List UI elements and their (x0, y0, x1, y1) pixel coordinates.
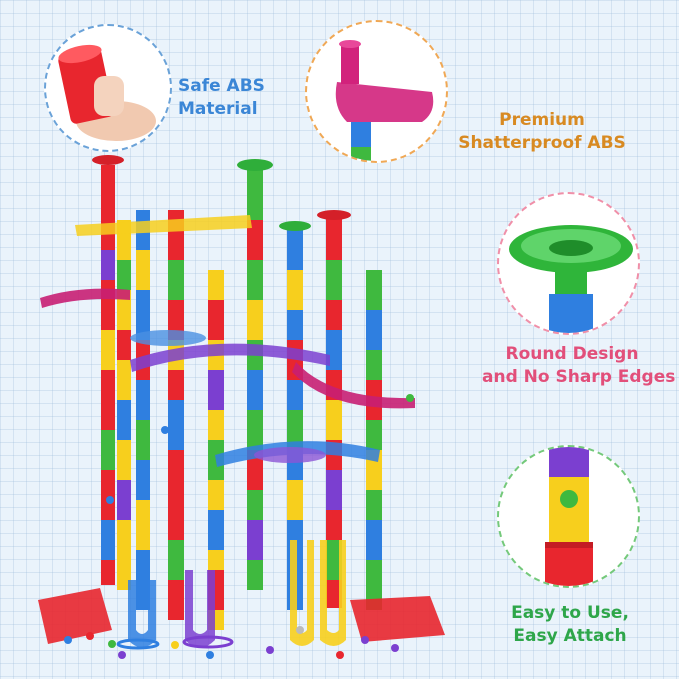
column-6 (237, 159, 273, 590)
round-design-label: Round Design and No Sharp Edges (482, 343, 676, 389)
column-2 (117, 220, 131, 590)
marble-tube-icon (545, 447, 593, 586)
safe-abs-closeup (44, 24, 172, 152)
column-4 (168, 210, 184, 620)
premium-abs-line1: Premium (499, 110, 585, 130)
easy-attach-line2: Easy Attach (513, 626, 627, 646)
yellow-rail-top (75, 215, 252, 236)
easy-attach-closeup (497, 445, 640, 588)
purple-rail (130, 343, 330, 372)
column-9 (366, 270, 382, 610)
round-funnel-icon (509, 225, 633, 333)
funnel-chute-icon (335, 40, 434, 161)
magenta-curve-right (292, 362, 415, 409)
red-base-left (38, 588, 112, 644)
tube-closeup-icon (58, 44, 156, 141)
safe-abs-line1: Safe ABS (178, 76, 265, 96)
blue-ring (116, 638, 160, 650)
column-5 (208, 270, 224, 630)
premium-abs-line2: Shatterproof ABS (458, 133, 626, 153)
column-7 (279, 221, 311, 610)
blue-dish (130, 330, 206, 346)
yellow-u-base-1 (290, 540, 314, 646)
easy-attach-label: Easy to Use, Easy Attach (490, 602, 650, 648)
safe-abs-line2: Material (178, 99, 258, 119)
yellow-u-base-2 (320, 540, 346, 646)
red-base-right (350, 596, 445, 642)
round-design-closeup (497, 192, 640, 335)
purple-dish (254, 447, 326, 463)
purple-u-base (185, 570, 215, 648)
column-3 (136, 210, 150, 610)
column-8 (317, 210, 351, 608)
premium-abs-label: Premium Shatterproof ABS (452, 109, 632, 155)
round-design-line2: and No Sharp Edges (482, 367, 676, 387)
easy-attach-line1: Easy to Use, (511, 603, 629, 623)
blue-u-base (128, 580, 156, 648)
magenta-curve-left (40, 288, 130, 308)
round-design-line1: Round Design (505, 344, 639, 364)
safe-abs-label: Safe ABS Material (178, 75, 270, 121)
purple-ring (182, 635, 234, 649)
marbles (64, 394, 414, 659)
premium-abs-closeup (305, 20, 448, 163)
column-1 (92, 155, 124, 585)
